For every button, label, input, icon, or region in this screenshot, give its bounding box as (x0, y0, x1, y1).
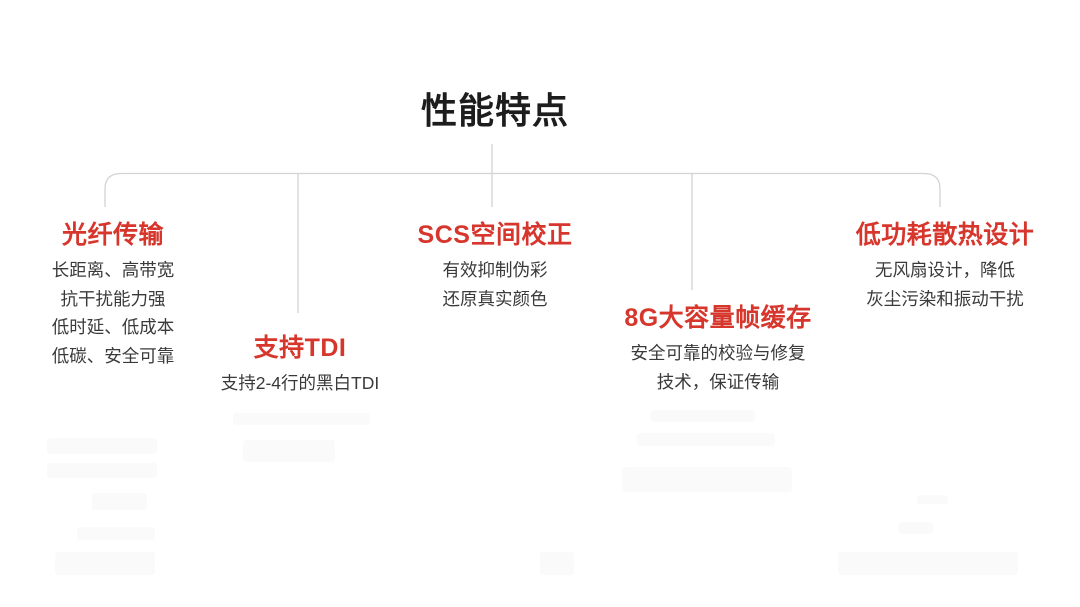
watermark-artifact (47, 463, 157, 478)
watermark-artifact (838, 552, 1018, 575)
section-title: 8G大容量帧缓存 (624, 304, 812, 332)
watermark-artifact (917, 495, 948, 504)
section-detail-line: 支持2-4行的黑白TDI (220, 373, 380, 393)
connector-crossbar (104, 172, 941, 207)
watermark-artifact (622, 467, 792, 492)
section-detail-line: 低碳、安全可靠 (51, 345, 175, 366)
watermark-artifact (77, 527, 155, 540)
watermark-artifact (898, 522, 933, 534)
section-detail-line: 低时延、低成本 (51, 317, 175, 337)
section-detail-line: 还原真实颜色 (442, 288, 548, 309)
section-tdi-support: 支持TDI 支持2-4行的黑白TDI (198, 332, 402, 398)
section-title: 光纤传输 (61, 221, 164, 249)
section-scs-correction: SCS空间校正 有效抑制伪彩 还原真实颜色 (393, 219, 597, 313)
section-detail-line: 长距离、高带宽 (51, 260, 175, 280)
watermark-artifact (55, 552, 155, 575)
watermark-artifact (243, 440, 335, 462)
watermark-artifact (650, 410, 755, 422)
section-detail-line: 安全可靠的校验与修复 (630, 343, 806, 363)
section-thermal-design: 低功耗散热设计 无风扇设计，降低 灰尘污染和振动干扰 (831, 219, 1059, 313)
watermark-artifact (540, 552, 574, 575)
watermark-artifact (47, 438, 157, 454)
section-title: 支持TDI (253, 334, 347, 362)
section-detail-line: 灰尘污染和振动干扰 (866, 288, 1024, 309)
section-detail-line: 无风扇设计，降低 (875, 260, 1015, 280)
section-detail-line: 抗干扰能力强 (60, 288, 166, 309)
watermark-artifact (233, 413, 370, 425)
section-title: 低功耗散热设计 (855, 221, 1035, 249)
page-title: 性能特点 (420, 90, 569, 131)
section-detail-line: 技术，保证传输 (656, 371, 780, 392)
section-frame-buffer: 8G大容量帧缓存 安全可靠的校验与修复 技术，保证传输 (591, 302, 845, 396)
watermark-artifact (92, 493, 147, 510)
section-detail-line: 有效抑制伪彩 (442, 260, 548, 280)
watermark-artifact (637, 433, 775, 446)
section-title: SCS空间校正 (417, 221, 573, 249)
section-fiber-transmission: 光纤传输 长距离、高带宽 抗干扰能力强 低时延、低成本 低碳、安全可靠 (13, 219, 213, 370)
